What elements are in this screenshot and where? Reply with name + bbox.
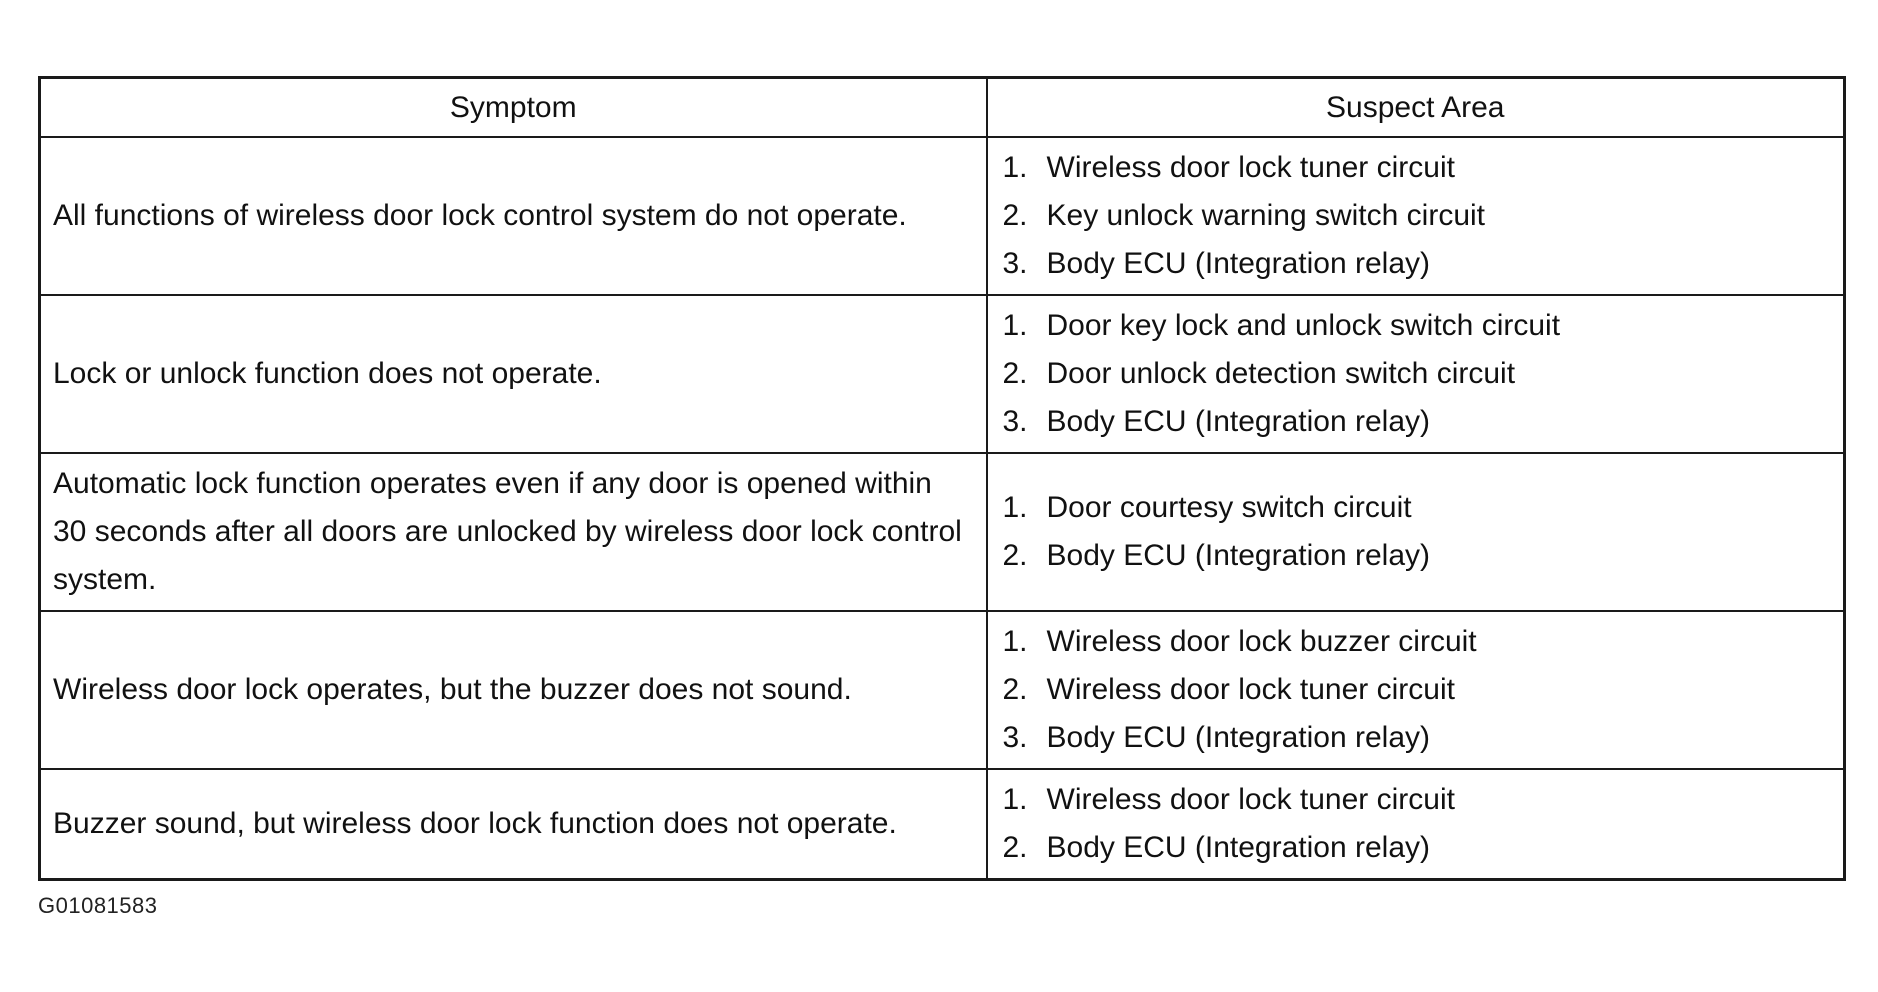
suspect-text: Door courtesy switch circuit: [1046, 491, 1412, 524]
suspect-item: 3. Body ECU (Integration relay): [1003, 398, 1832, 446]
suspect-text: Wireless door lock tuner circuit: [1046, 783, 1455, 816]
table-row: Lock or unlock function does not operate…: [38, 294, 1846, 454]
symptom-cell: Lock or unlock function does not operate…: [38, 294, 988, 454]
suspect-list: 1. Wireless door lock buzzer circuit 2. Wi…: [1003, 618, 1832, 762]
symptom-header: Symptom: [38, 76, 988, 138]
symptom-table: Symptom Suspect Area All functions of wi…: [38, 76, 1846, 881]
suspect-text: Body ECU (Integration relay): [1046, 721, 1431, 754]
suspect-text: Door unlock detection switch circuit: [1046, 357, 1516, 390]
suspect-text: Door key lock and unlock switch circuit: [1046, 309, 1561, 342]
suspect-list: 1. Wireless door lock tuner circuit 2. Bod…: [1003, 776, 1832, 872]
figure-id: G01081583: [38, 893, 158, 918]
suspect-item: 1. Wireless door lock tuner circuit: [1003, 144, 1832, 192]
suspect-number: 3.: [1002, 247, 1028, 280]
suspect-text: Wireless door lock tuner circuit: [1046, 673, 1455, 706]
suspect-text: Body ECU (Integration relay): [1046, 831, 1431, 864]
symptom-cell: All functions of wireless door lock cont…: [38, 136, 988, 296]
suspect-item: 1. Wireless door lock tuner circuit: [1003, 776, 1832, 824]
suspect-item: 3. Body ECU (Integration relay): [1003, 714, 1832, 762]
suspect-text: Wireless door lock buzzer circuit: [1046, 625, 1477, 658]
suspect-text: Wireless door lock tuner circuit: [1046, 151, 1455, 184]
suspect-item: 1. Wireless door lock buzzer circuit: [1003, 618, 1832, 666]
suspect-area-cell: 1. Wireless door lock tuner circuit 2. Bod…: [985, 768, 1846, 881]
symptom-cell: Automatic lock function operates even if…: [38, 452, 988, 612]
table-row: All functions of wireless door lock cont…: [38, 136, 1846, 296]
table-row: Buzzer sound, but wireless door lock fun…: [38, 768, 1846, 881]
suspect-area-header: Suspect Area: [985, 76, 1846, 138]
suspect-list: 1. Door courtesy switch circuit 2. Body EC…: [1003, 484, 1832, 580]
suspect-item: 2. Body ECU (Integration relay): [1003, 532, 1832, 580]
suspect-text: Body ECU (Integration relay): [1046, 247, 1431, 280]
suspect-item: 2. Key unlock warning switch circuit: [1003, 192, 1832, 240]
suspect-item: 2. Body ECU (Integration relay): [1003, 824, 1832, 872]
suspect-text: Body ECU (Integration relay): [1046, 539, 1431, 572]
suspect-number: 1.: [1002, 625, 1028, 658]
suspect-number: 2.: [1002, 357, 1028, 390]
suspect-list: 1. Wireless door lock tuner circuit 2. Key…: [1003, 144, 1832, 288]
suspect-item: 1. Door courtesy switch circuit: [1003, 484, 1832, 532]
table-row: Automatic lock function operates even if…: [38, 452, 1846, 612]
suspect-number: 1.: [1002, 491, 1028, 524]
suspect-area-cell: 1. Wireless door lock tuner circuit 2. Key…: [985, 136, 1846, 296]
suspect-number: 2.: [1002, 831, 1028, 864]
suspect-number: 2.: [1002, 199, 1028, 232]
suspect-item: 3. Body ECU (Integration relay): [1003, 240, 1832, 288]
suspect-item: 2. Wireless door lock tuner circuit: [1003, 666, 1832, 714]
suspect-number: 3.: [1002, 721, 1028, 754]
suspect-number: 1.: [1002, 151, 1028, 184]
symptom-cell: Buzzer sound, but wireless door lock fun…: [38, 768, 988, 881]
suspect-area-cell: 1. Wireless door lock buzzer circuit 2. Wi…: [985, 610, 1846, 770]
suspect-text: Body ECU (Integration relay): [1046, 405, 1431, 438]
suspect-number: 3.: [1002, 405, 1028, 438]
suspect-item: 2. Door unlock detection switch circuit: [1003, 350, 1832, 398]
suspect-text: Key unlock warning switch circuit: [1046, 199, 1486, 232]
suspect-area-cell: 1. Door courtesy switch circuit 2. Body EC…: [985, 452, 1846, 612]
symptom-cell: Wireless door lock operates, but the buz…: [38, 610, 988, 770]
suspect-list: 1. Door key lock and unlock switch circui…: [1003, 302, 1832, 446]
suspect-number: 2.: [1002, 539, 1028, 572]
table-row: Wireless door lock operates, but the buz…: [38, 610, 1846, 770]
suspect-area-cell: 1. Door key lock and unlock switch circui…: [985, 294, 1846, 454]
suspect-number: 1.: [1002, 783, 1028, 816]
suspect-number: 2.: [1002, 673, 1028, 706]
suspect-number: 1.: [1002, 309, 1028, 342]
table-header-row: Symptom Suspect Area: [38, 76, 1846, 138]
suspect-item: 1. Door key lock and unlock switch circui…: [1003, 302, 1832, 350]
